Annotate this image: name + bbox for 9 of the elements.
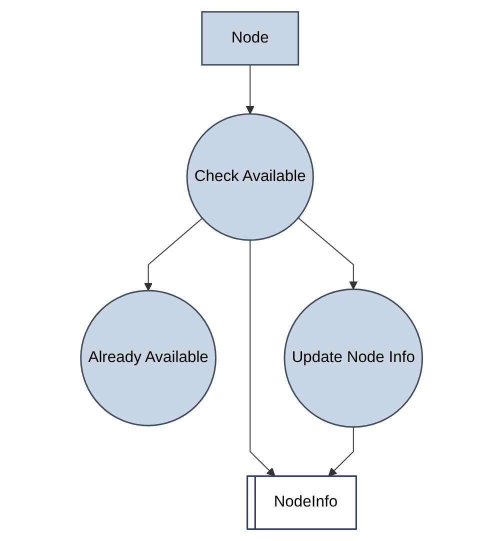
- node-circle: Already Available: [80, 290, 216, 426]
- node-circle: Update Node Info: [284, 288, 423, 428]
- arrow: [250, 240, 276, 477]
- arrow: [246, 64, 254, 114]
- node-circle: Check Available: [186, 113, 314, 241]
- node-box: Node: [201, 11, 299, 66]
- arrow: [328, 426, 354, 477]
- arrow: [144, 218, 203, 292]
- arrow: [298, 217, 358, 290]
